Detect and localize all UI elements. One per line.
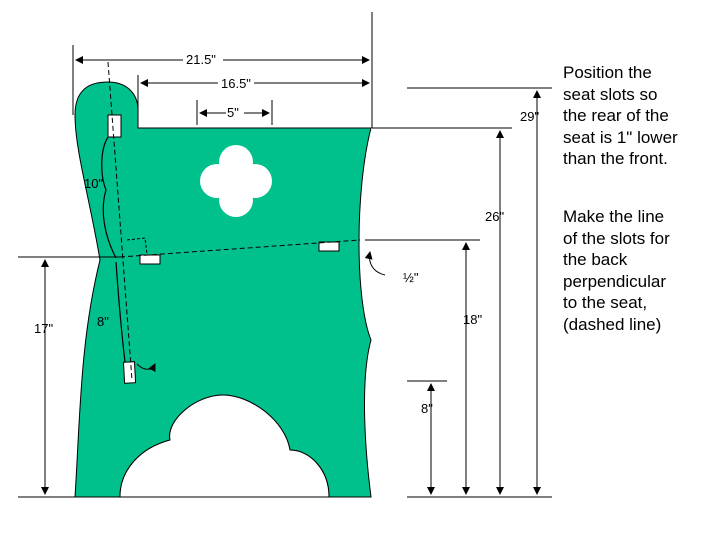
label-21-5: 21.5" xyxy=(186,52,216,67)
label-26: 26" xyxy=(485,209,504,224)
slot-bracket-8 xyxy=(115,261,126,363)
label-17: 17" xyxy=(34,321,53,336)
half-inch-arrow xyxy=(364,251,386,276)
slot-arrow xyxy=(136,363,156,373)
label-5: 5" xyxy=(227,105,239,120)
note-seat-slots: Position the seat slots so the rear of t… xyxy=(563,63,678,168)
back-line xyxy=(107,61,133,381)
label-29: 29" xyxy=(520,109,539,124)
perpendicular-mark xyxy=(126,237,148,255)
bottom-cutout xyxy=(119,394,330,498)
slot-bracket-10 xyxy=(101,136,117,259)
back-slot-top xyxy=(107,114,122,138)
seat-line xyxy=(119,239,361,258)
back-slot-bottom xyxy=(122,361,137,384)
label-8-right: 8" xyxy=(421,401,433,416)
note-back-slots: Make the line of the slots for the back … xyxy=(563,207,670,334)
seat-slot-front xyxy=(318,241,340,252)
label-18: 18" xyxy=(463,312,482,327)
seat-slot-rear xyxy=(139,254,161,265)
quatrefoil-cutout xyxy=(200,145,272,217)
label-16-5: 16.5" xyxy=(221,76,251,91)
label-slot-10: 10" xyxy=(84,176,103,191)
label-slot-8: 8" xyxy=(97,314,109,329)
label-half-inch: ½" xyxy=(403,270,419,285)
